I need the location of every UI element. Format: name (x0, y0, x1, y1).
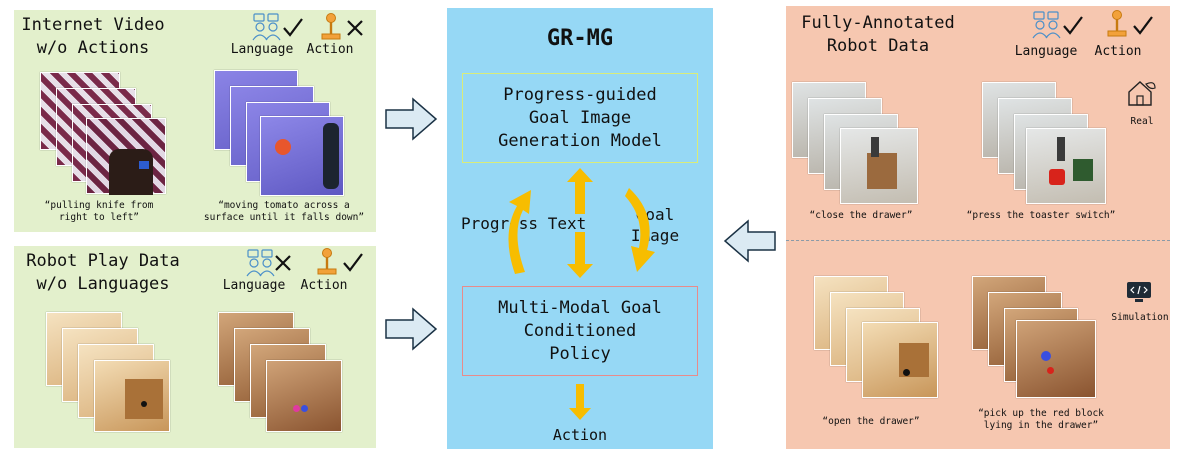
block-arrow-left-icon (723, 219, 776, 263)
orange-arrow-icon (567, 232, 593, 278)
action-label: Action (1094, 44, 1142, 59)
orange-arrow-icon (567, 168, 593, 214)
orange-arrow-icon (508, 190, 531, 274)
multimodal-policy-box: Multi-Modal Goal Conditioned Policy (462, 286, 698, 376)
gr-mg-panel: GR-MG Progress-guided Goal Image Generat… (447, 8, 713, 449)
check-icon (283, 18, 303, 37)
annotated-robot-title: Fully-Annotated Robot Data (801, 13, 955, 56)
joystick-icon (1107, 10, 1127, 37)
check-icon (1063, 16, 1083, 35)
real-sim-divider (786, 240, 1170, 241)
caption-open-drawer: “open the drawer” (822, 416, 920, 427)
joystick-icon (321, 13, 341, 40)
language-label: Language (230, 42, 294, 57)
goal-generation-model-box: Progress-guided Goal Image Generation Mo… (462, 73, 698, 163)
people-icon (246, 249, 275, 277)
joystick-icon (317, 248, 337, 275)
language-label: Language (1014, 44, 1078, 59)
robot-play-title: Robot Play Data w/o Languages (26, 251, 180, 294)
progress-text-label: Progress Text (461, 214, 587, 233)
caption-pick-red-block: “pick up the red block lying in the draw… (978, 408, 1104, 431)
monitor-code-icon (1127, 282, 1151, 302)
orange-arrow-icon (625, 188, 655, 272)
orange-arrow-icon (569, 384, 591, 420)
caption-press-toaster: “press the toaster switch” (966, 210, 1116, 221)
annotated-robot-panel: Fully-Annotated Robot Data Language Acti… (786, 6, 1170, 449)
caption-knife: “pulling knife from right to left” (44, 200, 154, 223)
internet-video-title: Internet Video w/o Actions (21, 15, 165, 58)
cross-icon (275, 255, 291, 271)
action-output-label: Action (552, 426, 608, 444)
check-icon (343, 253, 363, 272)
check-icon (1133, 16, 1153, 35)
gr-mg-title: GR-MG (546, 26, 614, 51)
block-arrow-right-icon (385, 97, 438, 141)
real-label: Real (1130, 116, 1154, 127)
caption-tomato: “moving tomato across a surface until it… (203, 200, 365, 223)
language-label: Language (222, 278, 286, 293)
block-arrow-right-icon (385, 307, 438, 351)
simulation-label: Simulation (1111, 312, 1169, 323)
action-label: Action (306, 42, 354, 57)
internet-video-panel: Internet Video w/o Actions Language Acti… (14, 10, 376, 232)
cross-icon (347, 20, 363, 36)
house-icon (1128, 81, 1156, 106)
people-icon (252, 13, 281, 41)
people-icon (1032, 11, 1061, 39)
caption-close-drawer: “close the drawer” (809, 210, 913, 221)
robot-play-panel: Robot Play Data w/o Languages Language A… (14, 246, 376, 448)
action-label: Action (300, 278, 348, 293)
